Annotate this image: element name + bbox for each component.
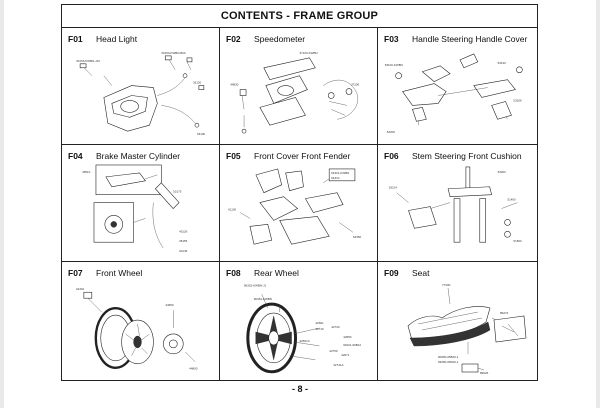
svg-text:53140: 53140 bbox=[498, 61, 507, 65]
cell-header: F06 Stem Steering Front Cushion bbox=[384, 151, 522, 161]
right-page-edge bbox=[596, 0, 600, 408]
svg-text:45126: 45126 bbox=[179, 229, 188, 233]
cell-f03-handle-steering[interactable]: F03 Handle Steering Handle Cover 53100-KW… bbox=[378, 28, 537, 145]
cell-name: Speedometer bbox=[254, 34, 306, 44]
cell-code: F09 bbox=[384, 268, 399, 278]
svg-text:33120: 33120 bbox=[193, 81, 202, 85]
part-label: 42741A bbox=[333, 363, 343, 367]
part-label: 94050-05000-1 bbox=[438, 360, 459, 364]
cell-header: F09 Seat bbox=[384, 268, 430, 278]
cell-header: F04 Brake Master Cylinder bbox=[68, 151, 180, 161]
svg-text:45155: 45155 bbox=[179, 239, 188, 243]
speedometer-diagram: 37100-KWBN 37200 44830 bbox=[230, 51, 360, 134]
cell-name: Brake Master Cylinder bbox=[96, 151, 181, 161]
cell-header: F05 Front Cover Front Fender bbox=[226, 151, 350, 161]
head-light-diagram: 33153-KWBN-J10 33150-KWBN-B20 33120 33100 bbox=[76, 51, 206, 136]
svg-text:53214: 53214 bbox=[389, 186, 398, 190]
cell-name: Front Cover Front Fender bbox=[254, 151, 351, 161]
svg-text:33150-KWBN-B20: 33150-KWBN-B20 bbox=[161, 51, 186, 55]
cell-header: F07 Front Wheel bbox=[68, 268, 142, 278]
handle-steering-diagram: 53100-KWBN 53140 53206 53205 bbox=[385, 53, 523, 134]
cell-name: Head Light bbox=[96, 34, 138, 44]
svg-text:64310: 64310 bbox=[331, 176, 340, 180]
cell-header: F03 Handle Steering Handle Cover bbox=[384, 34, 527, 44]
cell-f02-speedometer[interactable]: F02 Speedometer 37100-KWBN 37200 44830 bbox=[220, 28, 378, 145]
svg-text:61100: 61100 bbox=[228, 208, 236, 212]
cell-f08-rear-wheel[interactable]: F08 Rear Wheel 90302-KWBN-J1 90381-KWBN 4… bbox=[220, 262, 378, 380]
cell-code: F02 bbox=[226, 34, 241, 44]
svg-text:64301-KWBN: 64301-KWBN bbox=[331, 171, 349, 175]
cell-name: Front Wheel bbox=[96, 268, 143, 278]
part-label: 90050-05800-1 bbox=[438, 355, 459, 359]
cell-code: F04 bbox=[68, 151, 83, 161]
svg-text:44800: 44800 bbox=[189, 367, 198, 371]
svg-text:37200: 37200 bbox=[351, 83, 360, 87]
part-label: 90302-KWBN-J1 bbox=[244, 283, 267, 287]
cell-f09-seat[interactable]: F09 Seat 77200 89274 90050-05800-1 94050-… bbox=[378, 262, 537, 380]
contents-table: CONTENTS - FRAME GROUP F01 Head Light 331… bbox=[61, 4, 538, 381]
svg-text:51500: 51500 bbox=[513, 239, 522, 243]
cell-code: F07 bbox=[68, 268, 83, 278]
cell-header: F01 Head Light bbox=[68, 34, 137, 44]
part-label: 42750 bbox=[329, 349, 338, 353]
svg-text:44301: 44301 bbox=[76, 287, 85, 291]
cell-f06-stem-steering[interactable]: F06 Stem Steering Front Cushion 53214 5320… bbox=[378, 145, 537, 262]
cell-f01-head-light[interactable]: F01 Head Light 33153-KWBN-J10 33150-KWBN-B… bbox=[62, 28, 220, 145]
svg-text:53200: 53200 bbox=[498, 170, 507, 174]
cell-name: Seat bbox=[412, 268, 430, 278]
cell-code: F01 bbox=[68, 34, 83, 44]
part-label: 42720 bbox=[331, 325, 340, 329]
part-label: 42601 bbox=[315, 321, 324, 325]
cell-code: F06 bbox=[384, 151, 399, 161]
cell-name: Rear Wheel bbox=[254, 268, 299, 278]
left-page-edge bbox=[0, 0, 4, 408]
cell-f07-front-wheel[interactable]: F07 Front Wheel 44301 44650 44800 bbox=[62, 262, 220, 380]
contents-grid: F01 Head Light 33153-KWBN-J10 33150-KWBN-B… bbox=[62, 28, 537, 380]
svg-text:33100: 33100 bbox=[197, 132, 206, 136]
front-wheel-diagram: 44301 44650 44800 bbox=[76, 287, 198, 371]
part-label: 42601C bbox=[299, 339, 310, 343]
svg-text:44650: 44650 bbox=[165, 303, 174, 307]
part-label: 42071 bbox=[341, 353, 350, 357]
svg-text:53205: 53205 bbox=[387, 130, 396, 134]
page-title: CONTENTS - FRAME GROUP bbox=[62, 5, 537, 28]
cell-f04-brake-master-cylinder[interactable]: F04 Brake Master Cylinder 45510 53175 4512… bbox=[62, 145, 220, 262]
cell-code: F08 bbox=[226, 268, 241, 278]
svg-text:90145: 90145 bbox=[179, 249, 188, 253]
svg-text:45510: 45510 bbox=[82, 170, 91, 174]
page-number: - 8 - bbox=[291, 384, 308, 394]
part-label: 90101-06B12 bbox=[343, 343, 361, 347]
seat-diagram: 77200 89274 90050-05800-1 94050-05000-1 … bbox=[407, 283, 527, 375]
svg-text:53175: 53175 bbox=[173, 190, 182, 194]
stem-steering-diagram: 53214 53200 51400 51500 bbox=[389, 166, 522, 243]
svg-text:33153-KWBN-J10: 33153-KWBN-J10 bbox=[76, 59, 100, 63]
brake-master-cylinder-diagram: 45510 53175 45126 45155 90145 bbox=[82, 164, 188, 253]
svg-text:44830: 44830 bbox=[230, 83, 239, 87]
svg-text:51400: 51400 bbox=[507, 198, 516, 202]
part-label: 89274 bbox=[500, 311, 509, 315]
part-label: 89026 bbox=[480, 371, 489, 375]
cell-name: Stem Steering Front Cushion bbox=[412, 151, 522, 161]
svg-text:53206: 53206 bbox=[513, 98, 522, 102]
svg-text:64350: 64350 bbox=[353, 235, 362, 239]
cell-name: Handle Steering Handle Cover bbox=[412, 34, 528, 44]
rear-wheel-diagram: 90302-KWBN-J1 90381-KWBN 42601 42710 426… bbox=[244, 283, 361, 374]
cell-code: F03 bbox=[384, 34, 399, 44]
part-label: 42650 bbox=[343, 335, 352, 339]
part-label: 42710 bbox=[315, 327, 324, 331]
svg-text:53100-KWBN: 53100-KWBN bbox=[385, 63, 403, 67]
cell-header: F08 Rear Wheel bbox=[226, 268, 299, 278]
part-label: 77200 bbox=[442, 283, 451, 287]
svg-text:37100-KWBN: 37100-KWBN bbox=[299, 51, 317, 55]
cell-header: F02 Speedometer bbox=[226, 34, 305, 44]
cell-code: F05 bbox=[226, 151, 241, 161]
part-label: 90381-KWBN bbox=[254, 297, 272, 301]
